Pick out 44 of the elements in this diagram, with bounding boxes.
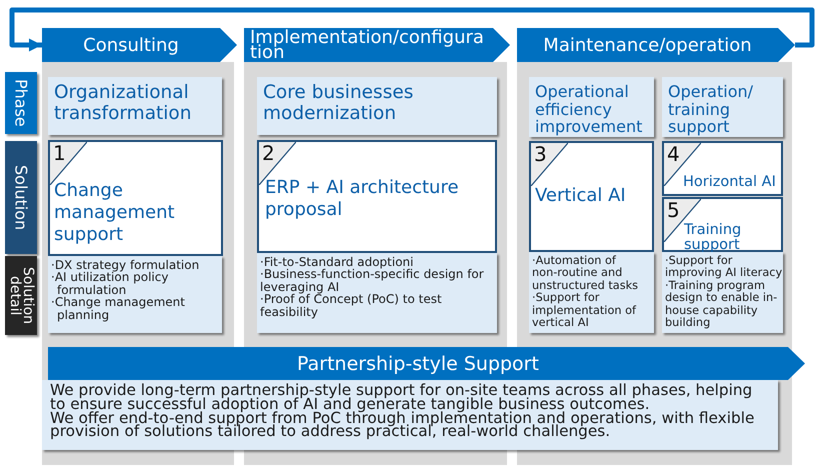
stage-banner: Consulting [42, 28, 237, 62]
stage-banner: Maintenance/operation [517, 28, 795, 62]
phase-card: Core businesses modernization [257, 77, 497, 135]
detail-card [257, 253, 497, 333]
support-banner: Partnership-style Support [48, 347, 805, 380]
detail-card [48, 256, 222, 333]
solution-title: ERP + AI architecture proposal [265, 177, 460, 221]
solution-title: Training support [684, 223, 742, 253]
bullet-item: ·DX strategy formulation [51, 259, 200, 272]
phase-card: Operational efficiency improvement [529, 77, 654, 137]
bullet-item: ·Training program design to enable in-house capability building [665, 280, 778, 330]
row-header: Solution [5, 141, 37, 254]
summary-text: We provide long-term partnership-style support for on-site teams across all phases, helping to ensure successful adoption of AI and generate tangible business outcomes. [50, 384, 752, 412]
loop-arrow [10, 8, 814, 52]
step-number: 4 [667, 143, 680, 165]
solution-title: Vertical AI [535, 185, 627, 207]
bullet-item: ·Proof of Concept (PoC) to test feasibility [260, 293, 443, 318]
step-number: 1 [53, 142, 66, 164]
bullet-item: ·AI utilization policy formulation [51, 271, 170, 296]
step-number: 2 [262, 142, 275, 164]
phase-card: Organizational transformation [48, 77, 222, 135]
solution-card [662, 141, 783, 196]
step-number: 3 [534, 143, 547, 165]
summary-card [42, 380, 778, 450]
solution-card [529, 141, 654, 252]
step-number: 5 [667, 199, 680, 221]
solution-card [48, 140, 223, 256]
bullet-item: ·Automation of non-routine and unstructured tasks [532, 255, 640, 292]
detail-card [662, 252, 783, 333]
row-header: Phase [5, 72, 37, 134]
summary-text: We offer end-to-end support from PoC through implementation and operations, with flexible provision of solutions tailored to address practical, real-world challenges. [50, 412, 756, 440]
detail-card [529, 252, 654, 333]
bullet-item: ·Change management planning [51, 296, 186, 322]
solution-card [662, 197, 783, 252]
row-header: Solution detail [5, 256, 37, 335]
solution-card [257, 140, 497, 253]
stage-banner: Implementation/configura tion [244, 28, 510, 62]
solution-title: Horizontal AI [683, 174, 777, 190]
bullet-item: ·Support for improving AI literacy [665, 255, 783, 280]
bullet-item: ·Support for implementation of vertical AI [532, 292, 638, 330]
bullet-item: ·Business-function-specific design for leveraging AI [260, 268, 485, 294]
solution-title: Change management support [54, 180, 176, 246]
bullet-item: ·Fit-to-Standard adoptioni [260, 256, 414, 268]
phase-card: Operation/ training support [662, 77, 783, 137]
